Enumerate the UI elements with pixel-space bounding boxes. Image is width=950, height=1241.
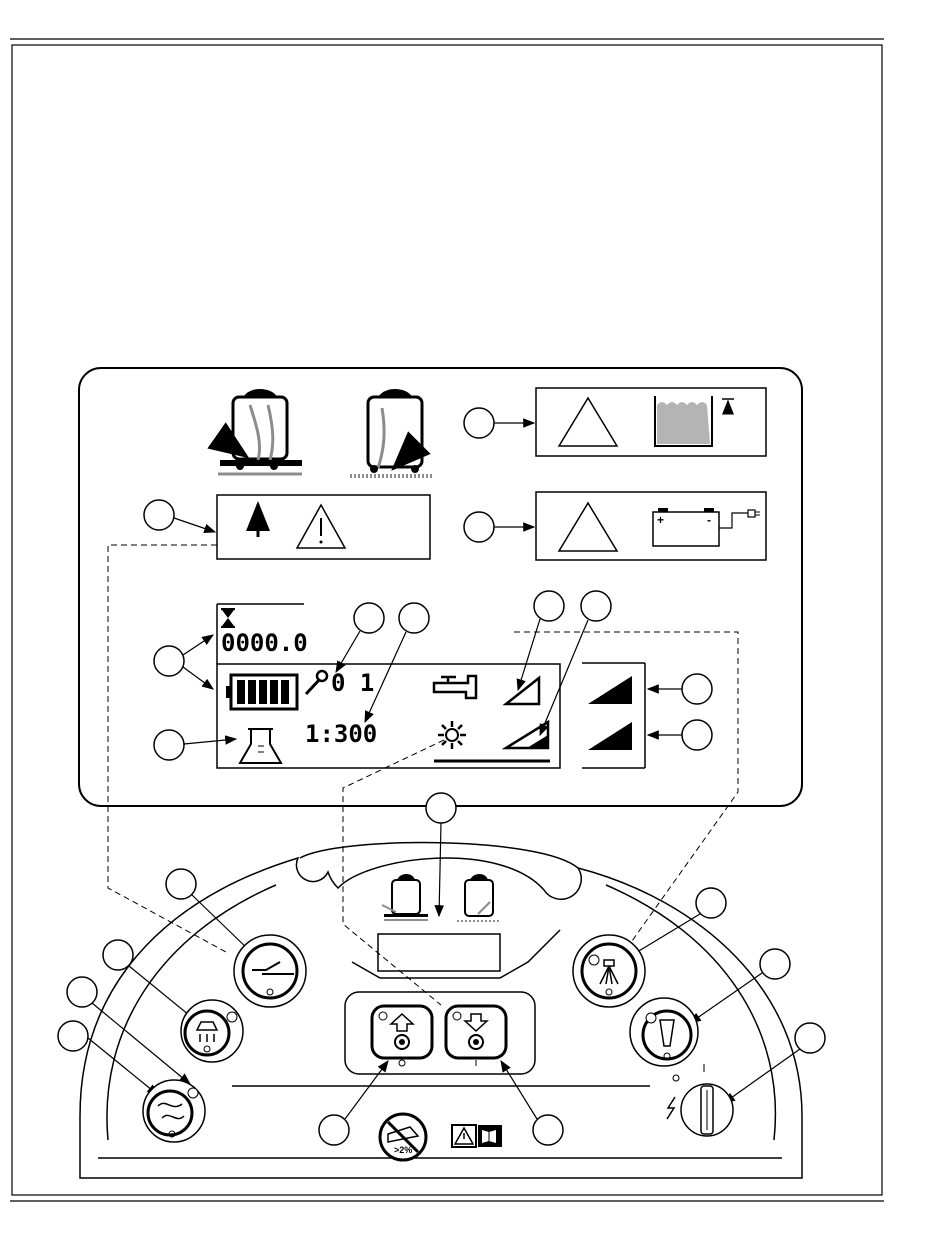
console-squeegee-icons	[382, 874, 500, 921]
squeegee-up-icon	[350, 389, 432, 476]
slope-warning-label: >2%	[394, 1145, 412, 1155]
dilution-ratio-readout: 1:300	[305, 720, 377, 748]
battery-charger-warning-box: + -	[536, 492, 766, 560]
water-faucet-icon	[434, 676, 476, 698]
tank-full-warning-box	[536, 388, 766, 456]
read-manual-decal	[452, 1125, 502, 1147]
console-display-window	[378, 934, 500, 971]
lightning-icon	[667, 1097, 675, 1119]
svg-text:-: -	[707, 513, 711, 527]
attention-warning-box	[217, 495, 430, 559]
svg-text:+: +	[657, 513, 664, 527]
service-code-readout: 0 1	[331, 669, 374, 697]
lower-button[interactable]	[446, 1006, 506, 1066]
wrench-icon	[306, 671, 327, 694]
status-indicator-light	[673, 1075, 679, 1081]
lcd-display	[217, 664, 560, 768]
solution-spray-button[interactable]	[573, 935, 645, 1007]
solution-flow-icon	[506, 678, 539, 704]
vacuum-button[interactable]	[181, 1000, 243, 1062]
key-switch[interactable]	[681, 1084, 733, 1136]
solution-level-icon	[588, 676, 632, 704]
horn-button[interactable]	[234, 935, 306, 1007]
hour-counter-readout: 0000.0	[221, 629, 308, 657]
detergent-beaker-icon	[240, 729, 281, 763]
warning-triangle-icon	[559, 503, 617, 551]
battery-gauge-icon	[226, 675, 297, 709]
pressure-level-icon	[588, 722, 632, 750]
squeegee-down-icon	[218, 389, 302, 474]
hourglass-icon	[222, 610, 234, 626]
indicator-bracket	[582, 663, 645, 768]
brush-button[interactable]	[143, 1080, 205, 1142]
raise-button[interactable]	[372, 1006, 432, 1066]
vacuum-fan-button[interactable]	[630, 998, 698, 1066]
brush-pressure-icon	[438, 721, 466, 749]
warning-triangle-icon	[559, 398, 617, 446]
